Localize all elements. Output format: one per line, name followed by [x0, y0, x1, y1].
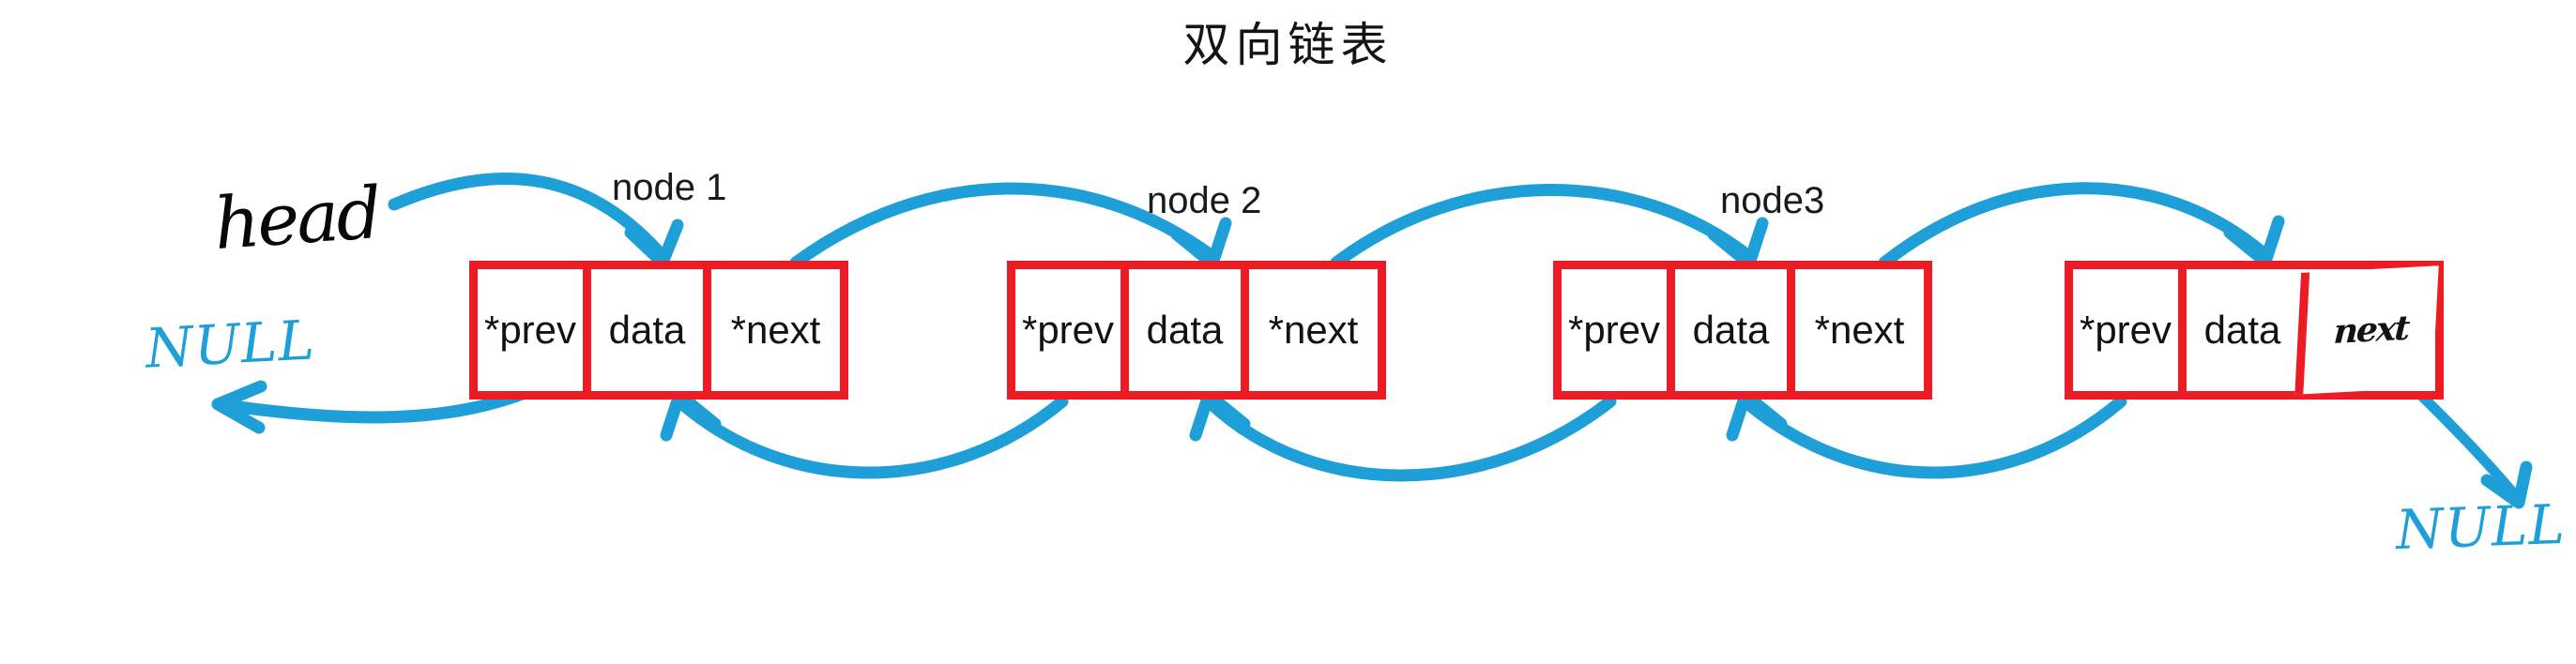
node-4-cell-next: next	[2294, 265, 2439, 395]
node-box-4: *prev data next	[2065, 261, 2444, 400]
node-3-cell-prev: *prev	[1562, 269, 1667, 391]
node-3-cell-next: *next	[1787, 269, 1924, 391]
arrow-prev-node4-to-node3	[1726, 388, 2127, 479]
node-2-cell-next: *next	[1241, 269, 1378, 391]
node-2-cell-data: data	[1120, 269, 1241, 391]
arrow-next-node3-to-node4	[1878, 182, 2285, 269]
node-box-1: *prev data *next	[469, 261, 848, 400]
null-label-left: NULL	[144, 308, 317, 381]
node-1-cell-next: *next	[703, 269, 840, 391]
node-box-3: *prev data *next	[1553, 261, 1932, 400]
node-4-cell-prev: *prev	[2073, 269, 2178, 391]
node-4-cell-data: data	[2178, 269, 2298, 391]
node-label-3: node3	[1720, 180, 1825, 221]
node-box-2: *prev data *next	[1007, 261, 1386, 400]
node-label-2: node 2	[1147, 180, 1262, 221]
node-1-cell-data: data	[583, 269, 703, 391]
page-title: 双向链表	[1182, 18, 1394, 72]
null-label-right: NULL	[2394, 491, 2567, 563]
node-2-cell-prev: *prev	[1015, 269, 1120, 391]
node-3-cell-data: data	[1667, 269, 1787, 391]
arrow-prev-node3-to-node2	[1189, 388, 1617, 482]
arrow-prev-node2-to-node1	[660, 388, 1069, 479]
node-1-cell-prev: *prev	[478, 269, 583, 391]
arrow-next-node2-to-node3	[1330, 184, 1769, 270]
node-label-1: node 1	[612, 167, 727, 208]
head-label: head	[211, 170, 382, 266]
